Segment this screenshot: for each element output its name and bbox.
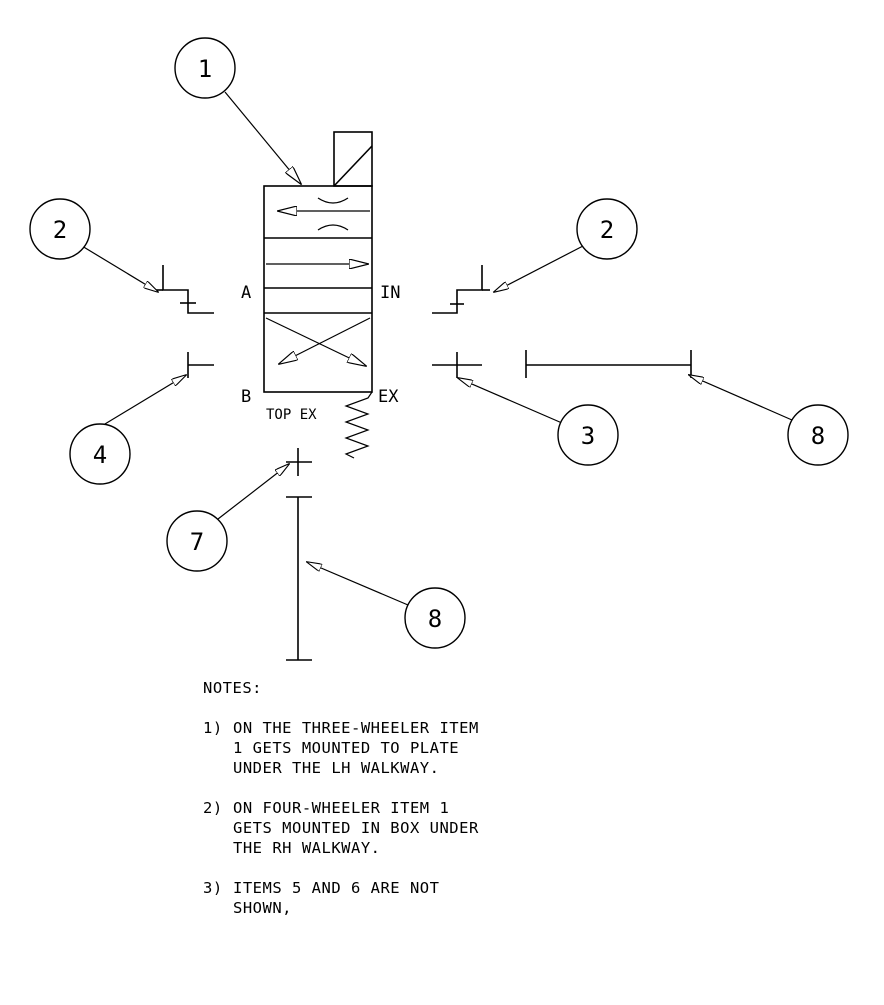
balloon-4: 4 (69, 423, 131, 485)
svg-text:3: 3 (581, 422, 595, 450)
balloon-7: 7 (166, 510, 228, 572)
fitting-right-elbow (432, 265, 490, 314)
notes-heading: NOTES: (203, 679, 262, 697)
balloon-2-left: 2 (29, 198, 91, 260)
valve-symbol (263, 131, 373, 459)
balloon-8-bottom: 8 (404, 587, 466, 649)
top-ex-label: TOP EX (266, 407, 317, 423)
spring (344, 391, 373, 459)
note-item: 2) ON FOUR-WHEELER ITEM 1 GETS MOUNTED I… (203, 798, 493, 858)
balloon-3: 3 (557, 404, 619, 466)
valve-body (263, 185, 373, 393)
fitting-bottom-tee (286, 448, 312, 476)
balloon-1: 1 (174, 37, 236, 99)
note-number: 1) (203, 719, 223, 737)
fitting-right-connector (432, 352, 482, 378)
svg-text:7: 7 (190, 528, 204, 556)
fitting-left-tee (187, 352, 214, 378)
port-ex-label: EX (378, 387, 399, 407)
note-item: 3) ITEMS 5 AND 6 ARE NOT SHOWN, (203, 878, 493, 918)
note-number: 2) (203, 799, 223, 817)
note-item: 1) ON THE THREE-WHEELER ITEM 1 GETS MOUN… (203, 718, 493, 778)
leaders (81, 91, 793, 606)
port-in-label: IN (380, 283, 400, 303)
note-text: ON FOUR-WHEELER ITEM 1 GETS MOUNTED IN B… (233, 799, 479, 857)
svg-text:2: 2 (53, 216, 67, 244)
port-a-label: A (241, 283, 251, 303)
svg-text:8: 8 (428, 605, 442, 633)
svg-text:2: 2 (600, 216, 614, 244)
balloon-2-right: 2 (576, 198, 638, 260)
note-text: ITEMS 5 AND 6 ARE NOT SHOWN, (233, 879, 440, 917)
note-number: 3) (203, 879, 223, 897)
tube-horizontal (525, 350, 692, 378)
solenoid (333, 131, 373, 187)
port-b-label: B (241, 387, 251, 407)
notes-block: NOTES: 1) ON THE THREE-WHEELER ITEM 1 GE… (203, 678, 493, 938)
fitting-left-elbow (152, 265, 214, 314)
tube-vertical (286, 496, 312, 661)
balloon-8-right: 8 (787, 404, 849, 466)
svg-text:4: 4 (93, 441, 107, 469)
svg-text:8: 8 (811, 422, 825, 450)
svg-text:1: 1 (198, 55, 212, 83)
note-text: ON THE THREE-WHEELER ITEM 1 GETS MOUNTED… (233, 719, 479, 777)
